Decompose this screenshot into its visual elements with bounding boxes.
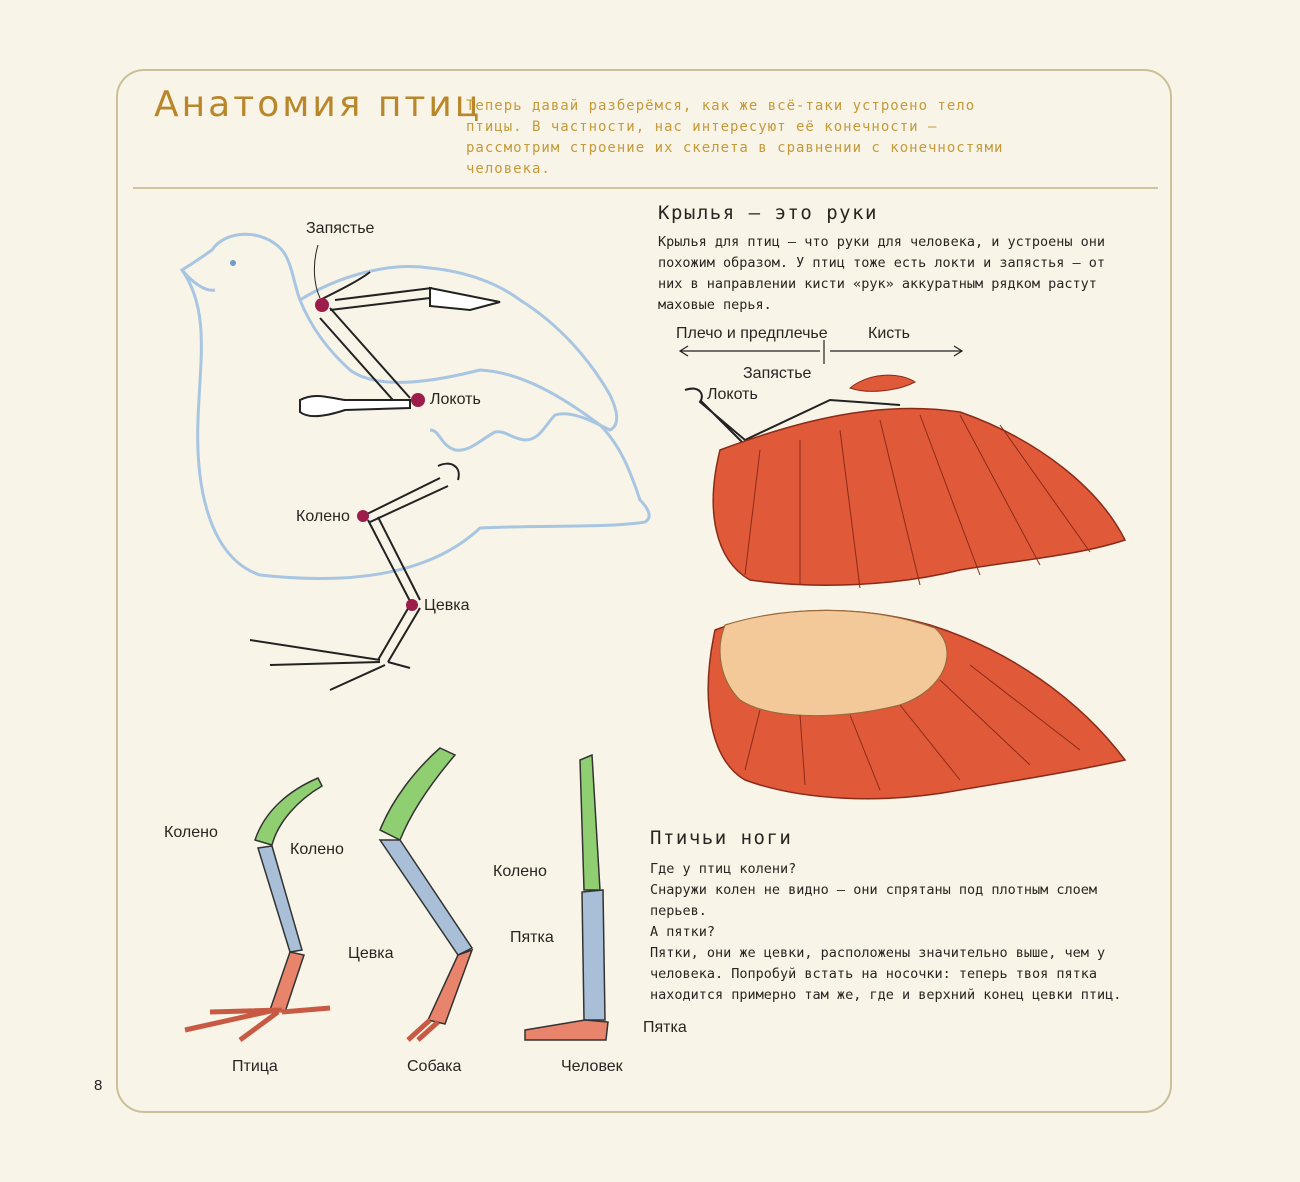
wing-diagrams <box>678 340 1127 800</box>
dog-leg-caption: Собака <box>407 1058 462 1075</box>
human-leg-heel-label: Пятка <box>643 1019 687 1036</box>
legs-paragraph: Пятки, они же цевки, расположены значите… <box>650 945 1122 1003</box>
header-divider <box>133 187 1158 189</box>
bird-humerus-lower <box>299 394 411 418</box>
wings-text: Крылья для птиц — что руки для человека,… <box>658 234 1106 313</box>
legs-text: Где у птиц колени? Снаружи колен не видн… <box>650 859 1140 1006</box>
human-leg-knee-label: Колено <box>493 863 547 880</box>
tarsus-bone <box>377 604 421 663</box>
page-title: Анатомия птиц <box>154 84 483 125</box>
wing-feathers-upper <box>712 407 1127 586</box>
wing-tip-feathers <box>848 374 916 392</box>
dog-leg-tibia <box>378 839 474 956</box>
bird-beak-outline <box>180 269 216 292</box>
bird-leg-knee-label: Колено <box>164 824 218 841</box>
wrist-leader <box>313 244 321 299</box>
legs-heading: Птичьи ноги <box>650 827 793 849</box>
bird-leg <box>184 777 331 1043</box>
tarsus-joint <box>406 599 418 611</box>
legs-paragraph: А пятки? <box>650 924 716 940</box>
humerus-bone <box>319 307 411 409</box>
tibia-bone <box>367 516 421 606</box>
bird-wing-outline <box>299 265 619 452</box>
human-leg-femur <box>579 753 601 891</box>
bird-skeleton-illustration <box>179 232 651 691</box>
wing-label-elbow: Локоть <box>707 386 758 403</box>
bird-leg-tarsus <box>268 951 305 1013</box>
feather-lines-upper <box>744 414 1091 589</box>
human-leg-foot <box>524 1019 609 1041</box>
bird-leg-tibia <box>257 845 303 953</box>
bird-leg-femur <box>254 777 323 846</box>
knee-joint <box>357 510 369 522</box>
bird-eye <box>230 260 236 266</box>
human-leg-caption: Человек <box>561 1058 623 1075</box>
human-leg <box>524 753 609 1041</box>
wing-coverts-lower <box>719 609 948 717</box>
dog-leg-toes <box>406 1018 440 1042</box>
wings-heading: Крылья — это руки <box>658 202 878 224</box>
legs-paragraph: Снаружи колен не видно — они спрятаны по… <box>650 882 1098 919</box>
wing-label-wrist: Запястье <box>743 365 812 382</box>
hand-bones <box>429 286 501 312</box>
forearm-bones <box>319 271 433 311</box>
dog-leg-tarsus <box>426 948 474 1025</box>
wrist-joint <box>315 298 329 312</box>
legs-paragraph: Где у птиц колени? <box>650 861 797 877</box>
bird-label-knee: Колено <box>296 508 350 525</box>
dog-leg <box>378 747 474 1042</box>
dog-leg-femur <box>379 747 457 842</box>
elbow-joint <box>411 393 425 407</box>
dog-leg-knee-label: Колено <box>290 841 344 858</box>
bird-leg-caption: Птица <box>232 1058 278 1075</box>
femur-bone <box>364 462 460 523</box>
bird-leg-tarsus-label: Цевка <box>348 945 394 962</box>
bird-leg-toes <box>184 1005 331 1043</box>
bird-label-elbow: Локоть <box>430 391 481 408</box>
page-number: 8 <box>94 1077 103 1094</box>
intro-text: Теперь давай разберёмся, как же всё-таки… <box>466 98 1004 177</box>
feather-lines-lower <box>744 664 1081 791</box>
human-leg-tibia <box>581 889 606 1021</box>
bird-label-wrist: Запястье <box>306 220 375 237</box>
bird-toes <box>249 639 411 691</box>
wing-label-shoulder: Плечо и предплечье <box>676 325 828 342</box>
bird-body-outline <box>179 232 651 580</box>
bird-label-tarsus: Цевка <box>424 597 470 614</box>
dog-leg-heel-label: Пятка <box>510 929 554 946</box>
wing-label-hand: Кисть <box>868 325 910 342</box>
page-frame <box>116 69 1172 1113</box>
